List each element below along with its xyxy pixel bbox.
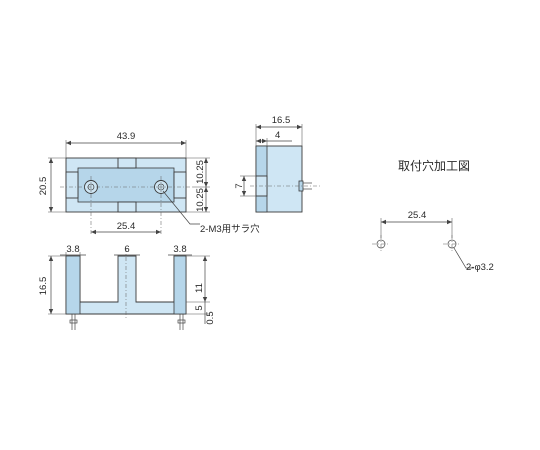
hole-diagram-title: 取付穴加工図 xyxy=(398,158,470,173)
dim-top-lower-half: 10.25 xyxy=(195,188,206,212)
dim-top-height: 20.5 xyxy=(38,177,49,196)
top-view-notch-top xyxy=(117,157,137,169)
dim-front-upper: 11 xyxy=(194,283,205,293)
dim-front-lower: 5 xyxy=(194,305,205,310)
top-view-hole-right-inner xyxy=(157,183,165,191)
top-view-left-tab xyxy=(65,171,79,199)
dim-top-upper-half: 10.25 xyxy=(195,160,206,184)
dim-hole-pitch: 25.4 xyxy=(117,221,136,232)
dim-side-height: 7 xyxy=(234,183,245,188)
screw-note: 2-M3用サラ穴 xyxy=(200,223,260,235)
dim-top-width: 43.9 xyxy=(117,131,136,142)
side-view: 16.5 4 7 xyxy=(234,115,320,213)
dim-side-width: 16.5 xyxy=(272,115,291,126)
dim-hole-spacing: 25.4 xyxy=(408,210,427,221)
top-view-right-tab xyxy=(173,171,187,199)
front-view: 3.8 6 3.8 16.5 11 5 0.5 xyxy=(38,244,216,330)
front-view-left-wall xyxy=(65,255,81,315)
dim-front-height: 16.5 xyxy=(38,277,49,296)
dim-side-offset: 4 xyxy=(275,130,280,141)
leader-hole-note xyxy=(453,247,474,269)
mounting-hole-diagram: 取付穴加工図 25.4 2-φ3.2 xyxy=(372,158,494,273)
top-view: 43.9 20.5 10.25 10.25 25.4 2-M3用サラ穴 xyxy=(38,131,260,236)
dim-front-base: 0.5 xyxy=(205,311,216,324)
front-view-left-terminal xyxy=(69,319,78,324)
front-view-right-terminal xyxy=(177,319,186,324)
dim-front-mid-slot: 6 xyxy=(124,244,129,255)
dim-front-left-slot: 3.8 xyxy=(66,244,79,255)
leader-screw-note xyxy=(162,190,200,225)
hole-note: 2-φ3.2 xyxy=(466,262,494,273)
dim-front-right-slot: 3.8 xyxy=(173,244,186,255)
top-view-notch-bottom xyxy=(117,201,137,213)
front-view-right-wall xyxy=(173,255,187,315)
